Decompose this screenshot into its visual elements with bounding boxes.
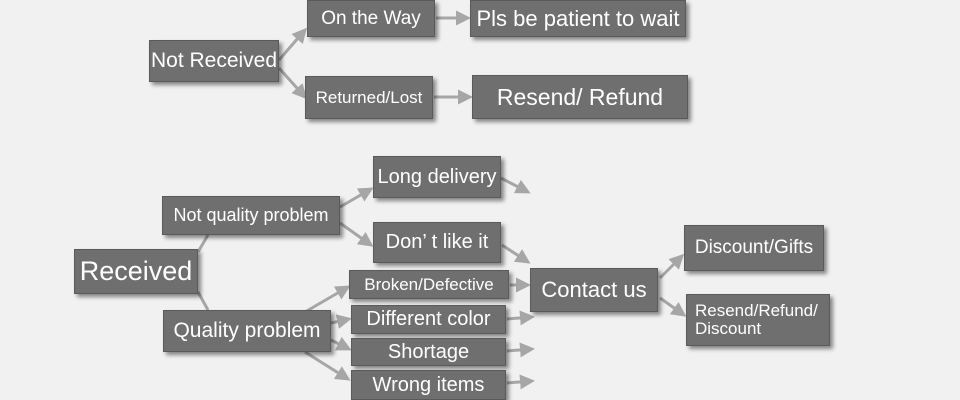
node-returned-lost: Returned/Lost (305, 76, 433, 119)
node-long-delivery-label: Long delivery (377, 165, 497, 188)
node-wrong-items-label: Wrong items (372, 373, 485, 396)
arrow-shortage-out (506, 342, 535, 358)
node-on-the-way: On the Way (307, 0, 435, 37)
arrow-wrong-items-out (506, 374, 535, 390)
node-wrong-items: Wrong items (351, 370, 506, 400)
node-dont-like-it: Don’ t like it (373, 222, 501, 263)
arrow-quality-to-broken (304, 285, 351, 314)
node-not-quality-problem-label: Not quality problem (173, 205, 329, 226)
node-contact-us-label: Contact us (541, 277, 647, 303)
node-dont-like-it-label: Don’ t like it (385, 231, 489, 253)
arrow-quality-to-wrong-items (304, 350, 351, 381)
node-pls-wait: Pls be patient to wait (470, 0, 686, 37)
node-broken-defective-label: Broken/Defective (364, 274, 494, 294)
node-long-delivery: Long delivery (373, 156, 501, 198)
arrow-contact-to-discount-gifts (658, 253, 685, 280)
node-resend-refund: Resend/ Refund (472, 75, 688, 119)
node-not-received: Not Received (149, 40, 279, 82)
node-received-label: Received (79, 256, 193, 287)
arrow-long-delivery-out (500, 176, 531, 194)
arrow-different-color-out (506, 310, 535, 326)
node-resend-refund-label: Resend/ Refund (496, 83, 664, 110)
arrow-not-quality-to-dont-like (339, 221, 374, 247)
arrow-quality-to-shortage (330, 336, 352, 351)
node-quality-problem-label: Quality problem (173, 318, 321, 342)
node-returned-lost-label: Returned/Lost (315, 87, 423, 107)
node-broken-defective: Broken/Defective (349, 270, 509, 299)
link-received-to-not-quality (196, 234, 210, 253)
arrow-dont-like-out (501, 243, 531, 264)
node-not-received-label: Not Received (150, 48, 278, 72)
node-received: Received (74, 249, 198, 294)
node-shortage-label: Shortage (387, 340, 470, 363)
node-resend-refund-discount-line2: Discount (695, 319, 762, 338)
node-quality-problem: Quality problem (163, 310, 331, 352)
arrow-contact-to-resend-refund-discount (659, 296, 687, 317)
node-on-the-way-label: On the Way (321, 7, 421, 29)
node-resend-refund-discount-line1: Resend/Refund/ (695, 301, 818, 321)
node-different-color-label: Different color (366, 308, 491, 330)
arrow-not-received-to-on-the-way (277, 27, 307, 61)
node-contact-us: Contact us (530, 268, 658, 312)
node-resend-refund-discount: Resend/Refund/ Discount (686, 294, 830, 346)
node-different-color: Different color (351, 305, 506, 334)
arrow-not-received-to-returned-lost (277, 66, 308, 100)
node-shortage: Shortage (351, 338, 506, 366)
link-received-to-quality (196, 291, 210, 311)
node-pls-wait-label: Pls be patient to wait (476, 5, 680, 31)
node-not-quality-problem: Not quality problem (162, 196, 340, 235)
arrow-quality-to-different-color (330, 314, 352, 329)
arrow-not-quality-to-long-delivery (339, 187, 374, 209)
node-discount-gifts-label: Discount/Gifts (694, 237, 814, 259)
node-discount-gifts: Discount/Gifts (684, 225, 824, 271)
